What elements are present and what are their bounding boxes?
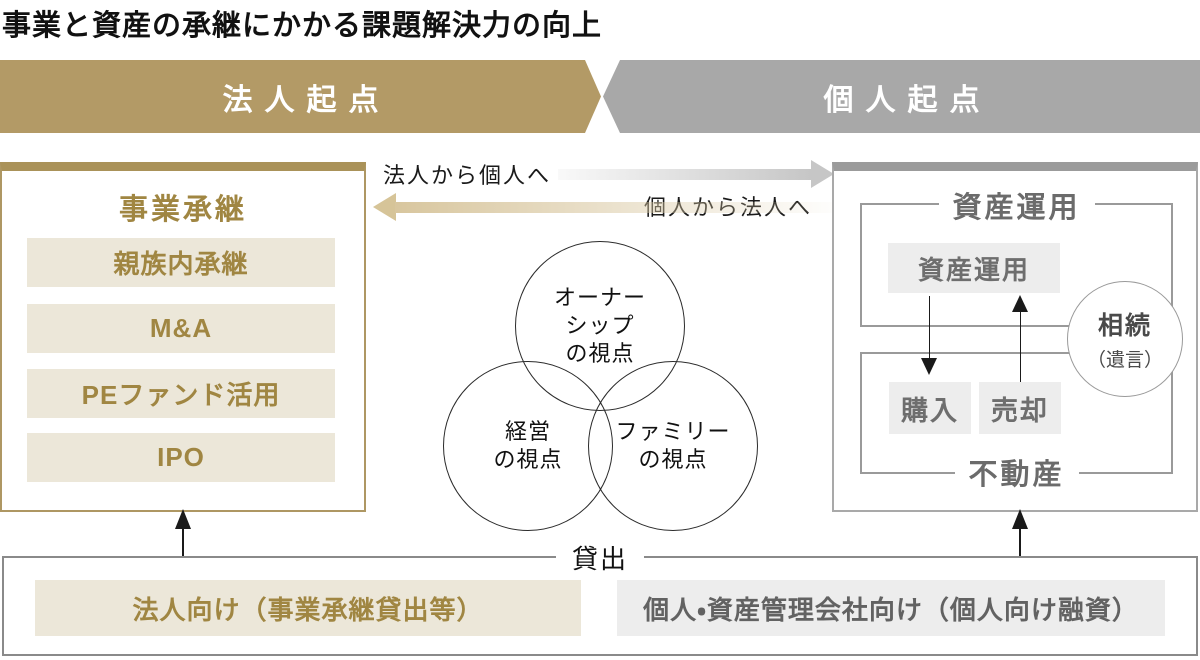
asset-management-chip: 資産運用	[888, 243, 1060, 293]
succession-item-family: 親族内承継	[27, 238, 335, 287]
banner-corporate-label: 法人起点	[222, 83, 391, 117]
succession-item-pe-fund: PEファンド活用	[27, 369, 335, 418]
arrow-left-head-icon	[373, 193, 396, 221]
sale-chip: 売却	[979, 382, 1061, 434]
inheritance-label: 相続	[1097, 312, 1152, 340]
business-succession-box: 事業承継 親族内承継 M&A PEファンド活用 IPO	[0, 162, 366, 512]
lending-corporate-chip: 法人向け（事業承継貸出等）	[35, 580, 581, 636]
lending-individual-chip: 個人・資産管理会社向け（個人向け融資）	[617, 580, 1165, 636]
real-estate-group: 不動産	[860, 352, 1173, 493]
asset-management-group: 資産運用	[860, 184, 1173, 327]
arrow-right-body	[558, 169, 812, 180]
asset-management-box: 資産運用 不動産 資産運用 購入 売却 相続 （遺言）	[832, 162, 1198, 512]
arrow-up-left-icon	[175, 509, 191, 529]
arrow-left-body	[395, 202, 835, 213]
banner-individual-label: 個人起点	[823, 83, 992, 117]
arrow-up-left-line	[182, 527, 184, 556]
banner-individual-origin: 個人起点	[603, 60, 1200, 133]
banner-corporate-origin: 法人起点	[0, 60, 601, 133]
venn-management-line1: 経営	[504, 419, 551, 444]
lending-label: 貸出	[555, 539, 645, 576]
arrow-up-right-icon	[1012, 509, 1028, 529]
arrow-buy-down-icon	[921, 358, 937, 375]
arrow-buy-line	[928, 296, 930, 360]
venn-ownership-circle: オーナー シップ の視点	[515, 241, 685, 411]
real-estate-group-title: 不動産	[954, 451, 1079, 493]
lending-box: 貸出 法人向け（事業承継貸出等） 個人・資産管理会社向け（個人向け融資）	[2, 539, 1198, 656]
asset-management-group-title: 資産運用	[938, 184, 1095, 226]
venn-family-line2: の視点	[638, 447, 708, 472]
page-title: 事業と資産の承継にかかる課題解決力の向上	[2, 10, 603, 42]
venn-ownership-line3: の視点	[565, 341, 635, 366]
flow-label-corporate-to-individual: 法人から個人へ	[383, 163, 552, 188]
business-succession-title: 事業承継	[118, 194, 247, 226]
inheritance-circle: 相続 （遺言）	[1067, 281, 1183, 397]
succession-item-ipo: IPO	[27, 433, 335, 482]
arrow-up-right-line	[1019, 527, 1021, 556]
arrow-sell-up-icon	[1012, 295, 1028, 312]
arrow-sell-line	[1019, 311, 1021, 382]
venn-family-line1: ファミリー	[615, 419, 731, 444]
succession-item-ma: M&A	[27, 304, 335, 353]
inheritance-sublabel: （遺言）	[1086, 350, 1163, 371]
venn-ownership-line1: オーナー	[553, 285, 646, 310]
purchase-chip: 購入	[889, 382, 971, 434]
arrow-right-head-icon	[811, 160, 834, 188]
venn-management-line2: の視点	[493, 447, 563, 472]
venn-family-circle: ファミリー の視点	[588, 361, 758, 531]
venn-ownership-line2: シップ	[565, 313, 635, 338]
